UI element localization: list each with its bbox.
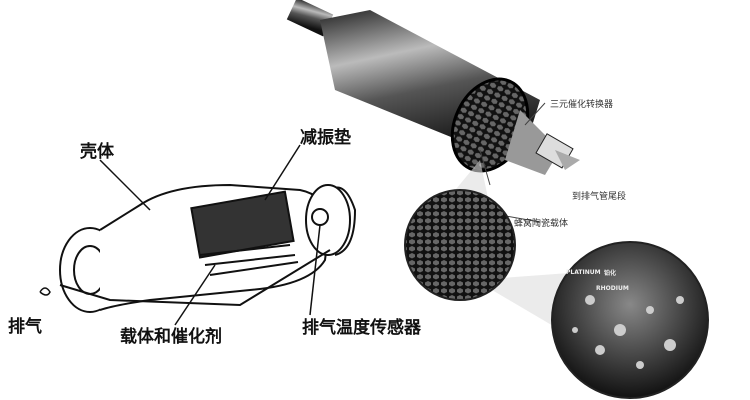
label-honeycomb-ceramic: 蜂窝陶瓷载体 [514,219,569,229]
converter-line-drawing [39,183,357,313]
label-platinum: PLATINUM [566,269,601,276]
catalyst-particles [572,295,684,369]
converter-cutaway [286,0,580,175]
label-substrate-catalyst: 载体和催化剂 [120,327,222,347]
label-three-way-converter: 三元催化转换器 [550,100,614,110]
label-exhaust-temp-sensor: 排气温度传感器 [302,318,421,338]
label-to-tailpipe: 到排气管尾段 [572,192,627,202]
label-exhaust: 排气 [8,317,42,337]
honeycomb-magnifier [404,189,516,301]
label-rhodium: RHODIUM [596,285,629,292]
label-shell: 壳体 [80,142,114,162]
label-platinum-cn: 铂化 [604,270,617,277]
label-damping-mat: 减振垫 [300,128,351,148]
catalyst-magnifier [551,241,709,399]
left-leader-lines [99,144,321,326]
